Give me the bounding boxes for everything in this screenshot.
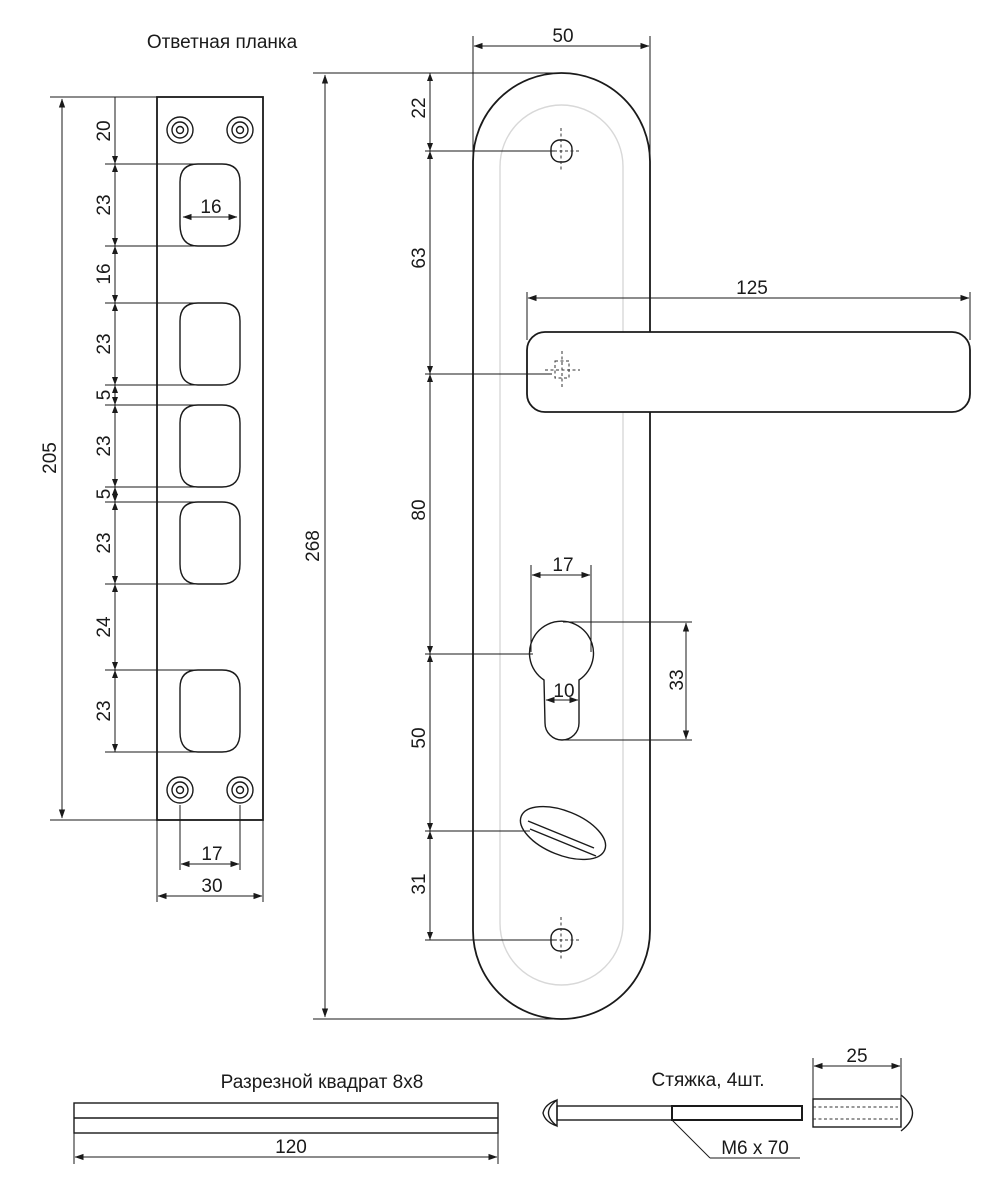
screw-title: Стяжка, 4шт. xyxy=(652,1070,765,1091)
handle-dim-cylinder-width-label: 17 xyxy=(552,555,573,576)
handle-dim-lever-length: 125 xyxy=(526,278,971,340)
strike-seg-1: 20 xyxy=(94,120,115,141)
strike-seg-6: 23 xyxy=(94,435,115,456)
strike-slot-2 xyxy=(179,302,241,386)
strike-slot-5 xyxy=(179,669,241,753)
spindle: Разрезной квадрат 8x8 120 xyxy=(73,1072,499,1164)
strike-slot-3 xyxy=(179,404,241,488)
spindle-dim-length-label: 120 xyxy=(275,1137,307,1158)
screw-sleeve xyxy=(812,1094,914,1132)
handle-dim-chain: 22 63 80 50 31 xyxy=(409,73,556,941)
handle-dim-width: 50 xyxy=(472,26,651,162)
strike-hole-bottom-right xyxy=(226,776,254,804)
screw: Стяжка, 4шт. М6 х 70 25 xyxy=(542,1046,914,1159)
strike-dim-total-height: 20 5 xyxy=(40,96,157,821)
strike-hole-top-left xyxy=(166,116,194,144)
handle-dim-cylinder-width: 17 xyxy=(530,555,592,652)
thumbturn xyxy=(519,805,607,861)
handle-dim-cylinder-slot: 10 xyxy=(545,681,579,704)
handle-seg-5: 31 xyxy=(409,873,430,894)
strike-dim-hole-spacing-label: 17 xyxy=(201,844,222,865)
strike-seg-5: 5 xyxy=(94,390,115,401)
handle-seg-2: 63 xyxy=(409,247,430,268)
strike-seg-3: 16 xyxy=(94,263,115,284)
strike-seg-2: 23 xyxy=(94,194,115,215)
handle-plate: 50 268 22 63 xyxy=(303,26,971,1020)
strike-seg-8: 23 xyxy=(94,532,115,553)
handle-dim-lever-length-label: 125 xyxy=(736,278,768,299)
handle-dim-cylinder-slot-label: 10 xyxy=(553,681,574,702)
strike-seg-10: 23 xyxy=(94,700,115,721)
handle-dim-total-length-label: 268 xyxy=(303,530,324,562)
handle-dim-cylinder-height-label: 33 xyxy=(667,669,688,690)
strike-hole-top-right xyxy=(226,116,254,144)
strike-dim-bottom: 17 30 xyxy=(156,805,264,902)
spindle-title: Разрезной квадрат 8x8 xyxy=(221,1072,424,1093)
handle-seg-1: 22 xyxy=(409,97,430,118)
strike-dim-slot-width-label: 16 xyxy=(200,197,221,218)
screw-dim-sleeve-label: 25 xyxy=(846,1046,867,1067)
strike-dim-width-label: 30 xyxy=(201,876,222,897)
strike-plate-title: Ответная планка xyxy=(147,32,298,53)
strike-dim-chain: 20 23 16 23 5 23 5 23 24 23 xyxy=(94,97,195,753)
handle-dim-width-label: 50 xyxy=(552,26,573,47)
handle-seg-3: 80 xyxy=(409,499,430,520)
strike-plate-slots xyxy=(179,163,241,753)
strike-seg-9: 24 xyxy=(94,616,115,638)
handle-lever xyxy=(526,331,971,413)
strike-plate: Ответная планка xyxy=(40,32,298,902)
strike-seg-7: 5 xyxy=(94,489,115,500)
strike-dim-slot-width: 16 xyxy=(182,197,238,221)
strike-seg-4: 23 xyxy=(94,333,115,354)
lever-spindle-square xyxy=(545,351,580,388)
strike-dim-total-height-label: 205 xyxy=(40,442,61,474)
strike-plate-holes xyxy=(166,116,254,804)
screw-thread xyxy=(671,1105,803,1121)
strike-slot-4 xyxy=(179,501,241,585)
handle-plate-inner-contour xyxy=(499,104,624,986)
handle-dim-total-length: 268 xyxy=(303,72,562,1020)
strike-hole-bottom-left xyxy=(166,776,194,804)
handle-dim-cylinder-height: 33 xyxy=(563,621,692,741)
screw-shank xyxy=(556,1105,673,1121)
handle-seg-4: 50 xyxy=(409,727,430,748)
screw-spec-label: М6 х 70 xyxy=(721,1138,789,1159)
strike-slot-1 xyxy=(179,163,241,247)
